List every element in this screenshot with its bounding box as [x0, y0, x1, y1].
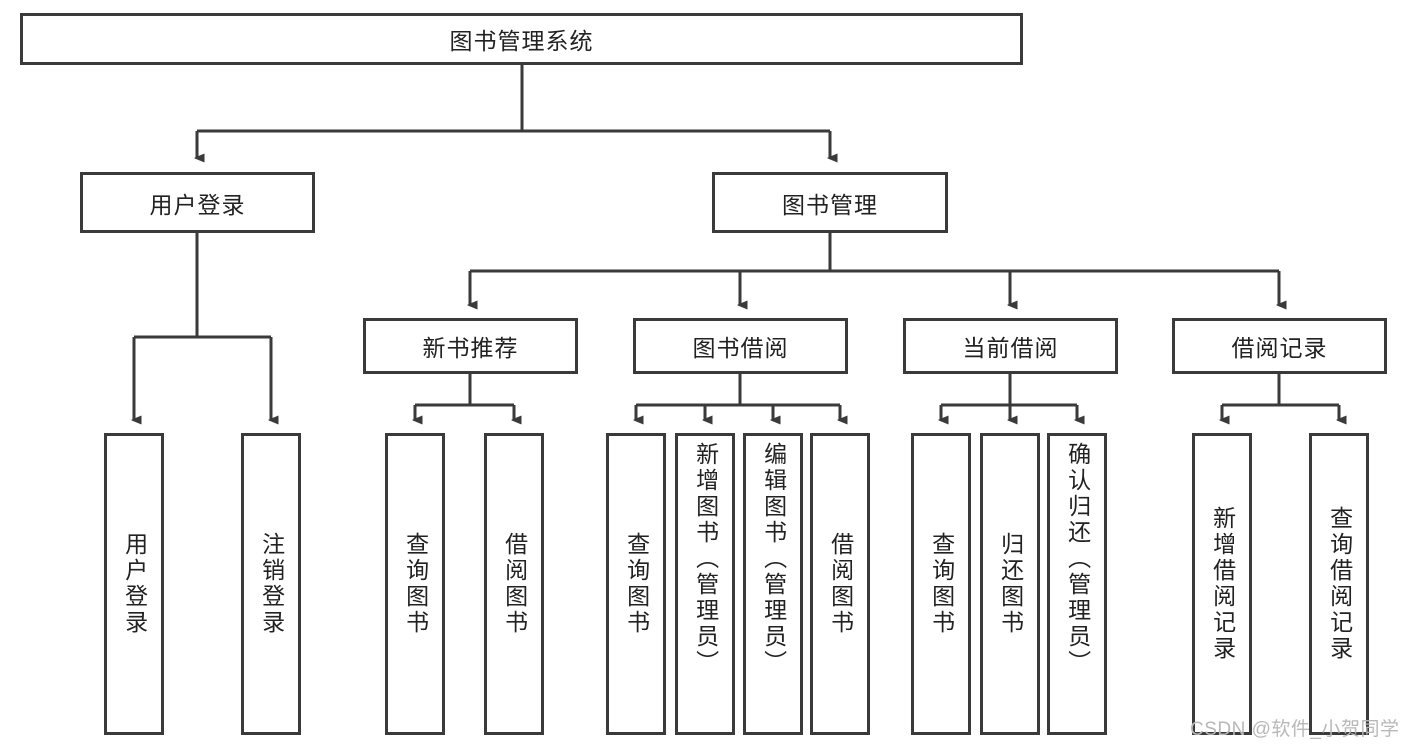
node-book-management[interactable]: 图书管理 — [712, 172, 948, 233]
node-label: 新书推荐 — [422, 335, 519, 361]
leaf-user-login-logout[interactable]: 注销登录 — [241, 433, 301, 735]
leaf-borrow-borrow-book[interactable]: 借阅图书 — [810, 433, 870, 735]
node-label: 借阅图书 — [501, 532, 528, 636]
node-label: 当前借阅 — [962, 335, 1059, 361]
leaf-borrow-add-book-admin[interactable]: 新增图书（管理员） — [675, 433, 735, 735]
node-label: 查询图书 — [928, 532, 955, 636]
node-label: 借阅记录 — [1231, 335, 1328, 361]
node-book-borrow[interactable]: 图书借阅 — [633, 318, 848, 374]
leaf-borrow-edit-book-admin[interactable]: 编辑图书（管理员） — [743, 433, 803, 735]
node-label: 编辑图书（管理员） — [760, 442, 787, 676]
node-label: 图书管理 — [782, 191, 878, 218]
node-label: 用户登录 — [149, 191, 246, 218]
leaf-current-query-book[interactable]: 查询图书 — [911, 433, 971, 735]
node-label: 查询图书 — [623, 532, 650, 636]
node-label: 图书管理系统 — [449, 28, 594, 54]
node-user-login[interactable]: 用户登录 — [80, 172, 315, 233]
leaf-recommend-query-book[interactable]: 查询图书 — [385, 433, 445, 735]
node-label: 新增借阅记录 — [1209, 506, 1236, 662]
node-label: 注销登录 — [258, 532, 285, 636]
node-label: 用户登录 — [121, 532, 148, 636]
node-label: 归还图书 — [997, 532, 1024, 636]
node-current-borrow[interactable]: 当前借阅 — [903, 318, 1118, 374]
leaf-user-login-login[interactable]: 用户登录 — [104, 433, 164, 735]
node-label: 图书借阅 — [692, 335, 789, 361]
node-label: 新增图书（管理员） — [692, 442, 719, 676]
leaf-current-return-book[interactable]: 归还图书 — [980, 433, 1040, 735]
leaf-borrow-query-book[interactable]: 查询图书 — [606, 433, 666, 735]
node-root-system[interactable]: 图书管理系统 — [20, 13, 1023, 65]
node-new-book-recommend[interactable]: 新书推荐 — [363, 318, 578, 374]
leaf-current-confirm-return-admin[interactable]: 确认归还（管理员） — [1047, 433, 1107, 735]
node-label: 确认归还（管理员） — [1064, 442, 1091, 676]
node-label: 查询图书 — [402, 532, 429, 636]
leaf-record-query-record[interactable]: 查询借阅记录 — [1309, 433, 1369, 735]
node-label: 查询借阅记录 — [1326, 506, 1353, 662]
leaf-recommend-borrow-book[interactable]: 借阅图书 — [484, 433, 544, 735]
csdn-watermark: CSDN @软件_小贺同学 — [1190, 719, 1400, 740]
node-label: 借阅图书 — [827, 532, 854, 636]
leaf-record-add-record[interactable]: 新增借阅记录 — [1192, 433, 1252, 735]
node-borrow-record[interactable]: 借阅记录 — [1172, 318, 1387, 374]
